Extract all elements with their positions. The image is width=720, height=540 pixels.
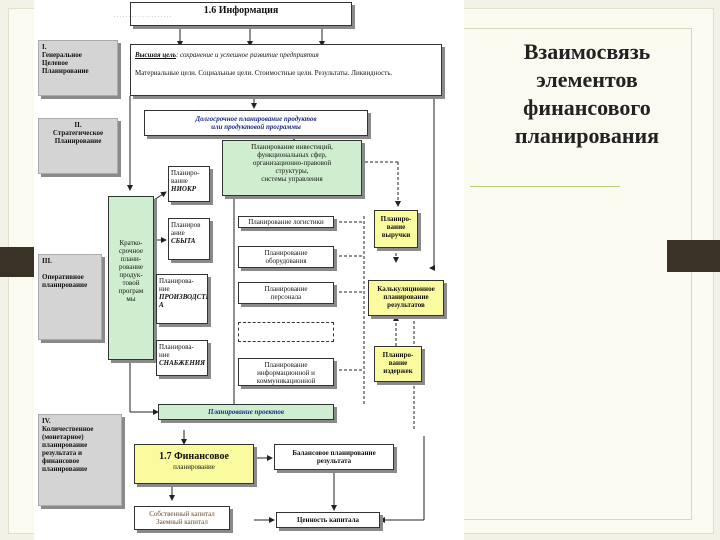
line-short-rd — [153, 191, 167, 201]
sales-planning-line2: СБЫТА — [171, 237, 196, 245]
sales-planning-line1: Планиров ание — [171, 221, 201, 237]
goal-text: : сохранение и успешное развитие предпри… — [175, 51, 319, 59]
level-operative: III. Оперативное планирование — [38, 254, 102, 340]
personnel-planning: Планирование персонала — [238, 282, 334, 304]
title-underline — [470, 186, 620, 187]
left-accent-bar — [0, 247, 40, 277]
level-quantitative: IV. Количественное (монетарное) планиров… — [38, 414, 122, 506]
supply-planning-line2: СНАБЖЕНИЯ — [159, 359, 206, 367]
sales-planning: Планиров ание СБЫТА — [168, 218, 210, 260]
dashed-planning-slot — [238, 322, 334, 342]
slide-title: Взаимосвязь элементов финансового планир… — [514, 39, 660, 148]
supply-planning: Планирова- ние СНАБЖЕНИЯ — [156, 340, 208, 376]
logistics-planning: Планирование логистики — [238, 216, 334, 228]
revenue-planning: Планиро- вание выручки — [374, 210, 418, 248]
investment-planning: Планирование инвестиций, функциональных … — [222, 140, 362, 196]
financial-planning-sub: планирование — [173, 463, 215, 471]
goal-box: Высшая цель: сохранение и успешное разви… — [130, 44, 442, 96]
equipment-planning: Планирование оборудования — [238, 246, 334, 268]
rd-planning-line2: НИОКР — [171, 185, 196, 193]
long-term-product-planning: Долгосрочное планирование продуктов или … — [144, 110, 368, 136]
capital-value: Ценность капитала — [276, 512, 380, 528]
goal-subgoals: Материальные цели. Социальные цели. Стои… — [135, 69, 393, 77]
projects-planning: Планирование проектов — [158, 404, 334, 420]
financial-planning: 1.7 Финансовое планирование — [134, 444, 254, 484]
financial-planning-title: 1.7 Финансовое — [159, 451, 229, 462]
rd-planning-line1: Планиро- вание — [171, 169, 200, 185]
info-comm-planning: Планирование информационной и коммуникац… — [238, 358, 334, 386]
level-general: I. Генеральное Целевое Планирование — [38, 40, 118, 96]
production-planning-line1: Планирова- ние — [159, 277, 194, 293]
goal-label: Высшая цель — [135, 51, 176, 59]
info-box: 1.6 Информация — [130, 2, 352, 26]
supply-planning-line1: Планирова- ние — [159, 343, 194, 359]
info-box-title: 1.6 Информация — [203, 5, 279, 16]
right-accent-bar — [667, 240, 720, 272]
diagram-image: 1.6 Информация · · · · · · · · · · · · ·… — [34, 0, 464, 540]
equity-debt-capital: Собственный капитал Заемный капитал — [134, 506, 230, 530]
calculation-planning: Калькуляционное планирование результатов — [368, 280, 444, 316]
connector-lines — [127, 26, 435, 523]
rd-planning: Планиро- вание НИОКР — [168, 166, 210, 202]
level-strategic: II. Стратегическое Планирование — [38, 118, 118, 174]
short-term-planning: Кратко- срочное плани- рование продук- т… — [108, 196, 154, 360]
production-planning: Планирова- ние ПРОИЗВОДСТВ А — [156, 274, 208, 324]
production-planning-line2: ПРОИЗВОДСТВ А — [159, 293, 208, 309]
balance-planning: Балансовое планирование результата — [274, 444, 394, 470]
info-box-subtext: · · · · · · · · · · · · · · · · · · · · — [114, 15, 172, 20]
costs-planning: Планиро- вание издержек — [374, 346, 422, 382]
